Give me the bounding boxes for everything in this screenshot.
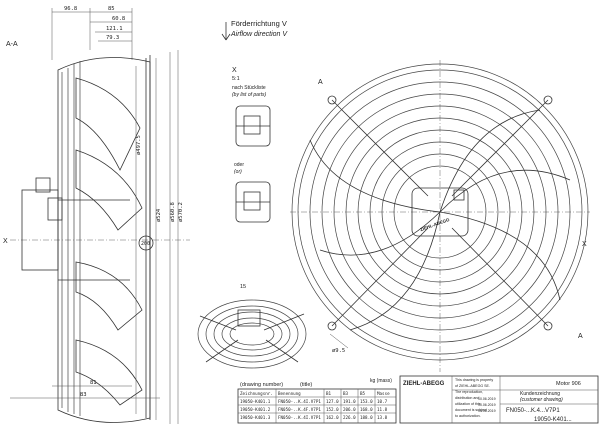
legal-line: This drawing is property	[455, 378, 493, 382]
title-block: ZIEHL-ABEGG Motor 906 Kundenzeichnung (c…	[399, 375, 599, 424]
legal-line: to authorization.	[455, 414, 481, 418]
table-header-cell: B5	[360, 391, 366, 396]
parts-table: (drawing number) (title) kg (mass) Zeich…	[237, 378, 397, 424]
guard-rings	[291, 63, 589, 361]
legal-line: utilization of this	[455, 402, 481, 406]
section-label: A-A	[6, 41, 18, 48]
table-header-cell: Benennung	[278, 391, 301, 396]
table-cell: 11.8	[377, 407, 388, 412]
table-cell: 226.0	[343, 415, 356, 420]
blade-2	[75, 149, 143, 231]
dim-diameter-1: ø497.5	[136, 135, 142, 155]
title-company: ZIEHL-ABEGG	[403, 381, 445, 387]
table-cell: 13.8	[377, 415, 388, 420]
title-doc-de: Kundenzeichnung	[520, 391, 560, 397]
table-cell: 188.0	[360, 415, 373, 420]
guard-bars	[61, 61, 81, 416]
detail-scale: 5:1	[232, 76, 240, 82]
table-cell: FN050-..K.4F.V7P1	[278, 407, 321, 412]
dim-diameter-3: ø560.8	[170, 202, 176, 222]
hub-box	[411, 187, 469, 237]
blade-1	[75, 77, 141, 171]
title-number: 19050-K401...	[534, 417, 572, 423]
side-section-view: A-A X 96.8 85 60.8 121.1 79.3	[3, 6, 190, 424]
table-cell: 19050-K401.3	[240, 415, 271, 420]
title-motor: Motor 906	[556, 381, 581, 387]
table-cell: 191.0	[343, 399, 356, 404]
cable-gland	[47, 197, 63, 221]
terminal-box	[35, 177, 51, 193]
detail-view-x: X 5:1 nach Stückliste (by list of parts)…	[232, 67, 271, 223]
motor-body	[21, 189, 59, 271]
detail-oder-de: oder	[234, 162, 244, 168]
dim-hole: ø9.5	[332, 348, 345, 354]
hub-label: ZIEHL-ABEGG	[419, 217, 450, 232]
airflow-en: Airflow direction V	[230, 31, 288, 38]
table-cell: 153.0	[360, 399, 373, 404]
dim-top-4: 121.1	[106, 26, 123, 32]
title-date-2: 10.06.2019	[478, 403, 496, 407]
isometric-view: 15	[197, 284, 307, 369]
table-cell: 127.0	[326, 399, 339, 404]
dim-top-2: 85	[108, 6, 115, 12]
cut-label-bottom: A	[578, 333, 583, 340]
table-header-cell: B3	[343, 391, 349, 396]
detail-note-en: (by list of parts)	[232, 92, 267, 98]
table-cell: 168.0	[360, 407, 373, 412]
axis-label-left: X	[3, 238, 8, 245]
detail-oder-en: (or)	[234, 169, 242, 175]
blade-3	[75, 261, 143, 331]
title-model: FN050-...K.4...V7P1	[506, 408, 560, 414]
table-header-cell: Zeichnungsnr.	[240, 391, 273, 396]
legal-line: distribution and	[455, 396, 479, 400]
table-cell: 152.0	[326, 407, 339, 412]
table-cell: 206.0	[343, 407, 356, 412]
blade-4	[75, 339, 143, 406]
airflow-de: Förderrichtung V	[231, 19, 287, 28]
dim-top-5: 79.3	[106, 35, 119, 41]
dim-top-1: 96.8	[64, 6, 77, 12]
hub-terminal	[453, 189, 465, 201]
dim-top-3: 60.8	[112, 16, 125, 22]
front-view: A A X	[290, 60, 590, 372]
dim-diameter-4: ø570.2	[178, 202, 184, 222]
table-header-cell: B1	[326, 391, 332, 396]
legal-line: of ZIEHL-ABEGG SE.	[455, 384, 490, 388]
table-cell: 162.0	[326, 415, 339, 420]
table-cell: FN050-..K.4I.V7P1	[278, 399, 321, 404]
dim-diameter-2: ø524	[156, 208, 162, 222]
table-cell: FN050-..K.4I.V7P1	[278, 415, 321, 420]
table-header-cell: Masse	[377, 391, 390, 396]
cut-label-top: A	[318, 79, 323, 86]
table-en-left: (drawing number)	[240, 382, 283, 388]
table-cell: 10.7	[377, 399, 388, 404]
dim-gap: 200	[141, 241, 150, 247]
legal-line: document is subject	[455, 408, 487, 412]
table-cell: 19050-K401.2	[240, 407, 271, 412]
front-blades	[309, 109, 571, 331]
table-en-right: kg (mass)	[370, 378, 392, 384]
gap-callout	[138, 235, 154, 251]
airflow-note: Förderrichtung V Airflow direction V	[221, 19, 288, 41]
table-cell: 19050-K401.1	[240, 399, 271, 404]
title-doc-en: (customer drawing)	[520, 397, 563, 403]
dim-bottom-1: 81	[90, 380, 97, 386]
detail-note-de: nach Stückliste	[232, 85, 266, 91]
title-date-1: 10.06.2019	[478, 397, 496, 401]
detail-label: X	[232, 67, 237, 74]
iso-label: 15	[240, 284, 246, 290]
legal-line: The reproduction,	[455, 390, 483, 394]
dim-bottom-2: 83	[80, 392, 87, 398]
title-date-3: 10.06.2019	[478, 409, 496, 413]
table-en-mid: (title)	[300, 382, 312, 388]
